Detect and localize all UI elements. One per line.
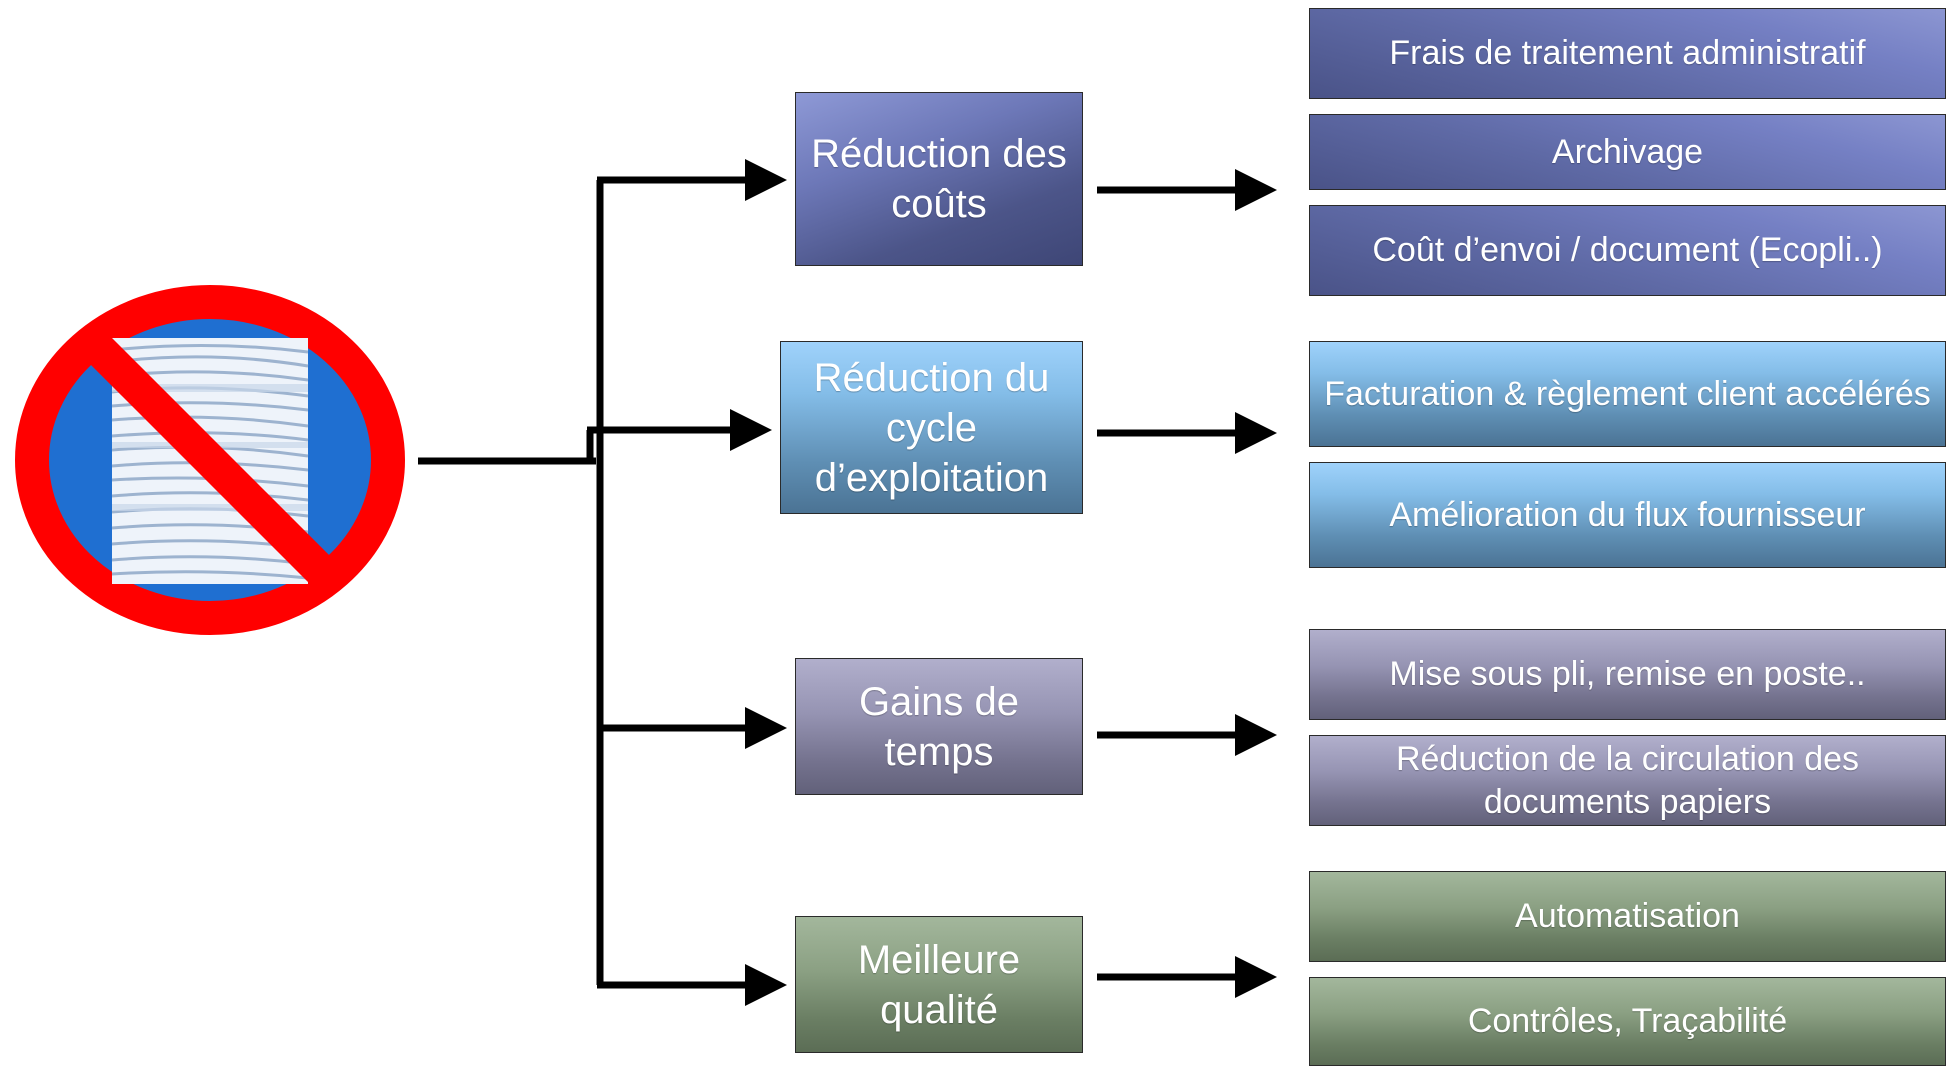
category-costs-label: Réduction des coûts: [811, 132, 1067, 226]
detail-time-circulation: Réduction de la circulation des document…: [1309, 735, 1946, 826]
detail-costs-sending: Coût d’envoi / document (Ecopli..): [1309, 205, 1946, 296]
category-quality: Meilleure qualité: [795, 916, 1083, 1053]
category-cycle: Réduction du cycle d’exploitation: [780, 341, 1083, 514]
detail-label: Archivage: [1551, 132, 1704, 171]
detail-label: Mise sous pli, remise en poste..: [1389, 655, 1866, 694]
detail-costs-admin: Frais de traitement administratif: [1309, 8, 1946, 99]
detail-label: Frais de traitement administratif: [1389, 34, 1866, 73]
category-cycle-label: Réduction du cycle d’exploitation: [813, 355, 1050, 500]
detail-quality-controls: Contrôles, Traçabilité: [1309, 977, 1946, 1066]
detail-label: Facturation & règlement client accélérés: [1324, 374, 1931, 413]
detail-label: Coût d’envoi / document (Ecopli..): [1372, 231, 1883, 270]
detail-label: Amélioration du flux fournisseur: [1389, 495, 1866, 534]
detail-label: Automatisation: [1515, 897, 1740, 936]
detail-cycle-billing: Facturation & règlement client accélérés: [1309, 341, 1946, 447]
detail-label: Réduction de la circulation des document…: [1395, 740, 1860, 821]
detail-costs-archiving: Archivage: [1309, 114, 1946, 190]
detail-time-mailing: Mise sous pli, remise en poste..: [1309, 629, 1946, 720]
detail-quality-automation: Automatisation: [1309, 871, 1946, 962]
category-costs: Réduction des coûts: [795, 92, 1083, 266]
no-paper-icon: [0, 0, 430, 665]
detail-label: Contrôles, Traçabilité: [1467, 1002, 1788, 1041]
detail-cycle-supplier: Amélioration du flux fournisseur: [1309, 462, 1946, 568]
category-quality-label: Meilleure qualité: [857, 937, 1021, 1032]
category-time: Gains de temps: [795, 658, 1083, 795]
category-time-label: Gains de temps: [858, 679, 1020, 774]
